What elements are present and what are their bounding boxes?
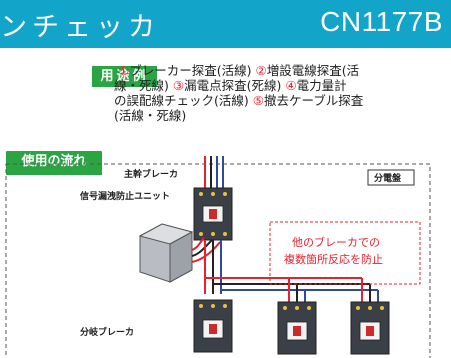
main-breaker-terminal (211, 232, 215, 236)
usage-number: ① (118, 63, 130, 78)
usage-line-2: 線・死線) ③漏電点探査(死線) ④電力量計 (114, 78, 451, 93)
usage-item: 線・死線) (114, 78, 169, 93)
header-bar: ンチェッカ CN1177B (0, 0, 451, 48)
usage-example-badge: 用途例 (92, 66, 157, 87)
note-dashed-box (269, 221, 421, 285)
usage-item: 増設電線探査(活 (266, 63, 360, 78)
branch-breaker-terminal (368, 306, 372, 310)
wiring-diagram: 分電盤 主幹ブレーカ 信号漏洩防止ユニット 分岐ブレーカ 他のブレーカでの 複数… (5, 156, 431, 358)
leak-unit-wire-red (191, 237, 205, 251)
main-breaker-terminal (199, 192, 203, 196)
usage-flow-badge: 使用の流れ (6, 151, 102, 172)
usage-item: ブレーカー探査(活線) (129, 63, 252, 78)
panel-label: 分電盤 (374, 172, 402, 184)
usage-item: の誤配線チェック(活線) (114, 93, 249, 108)
usage-example-text: ①ブレーカー探査(活線) ②増設電線探査(活 線・死線) ③漏電点探査(死線) … (114, 63, 451, 123)
usage-item: 電力量計 (296, 78, 347, 93)
leak-unit-wire-black (191, 239, 213, 257)
usage-item: 撤去ケーブル探査 (263, 93, 364, 108)
leak-unit-side (169, 231, 193, 283)
usage-item: (活線・死線) (114, 108, 187, 123)
main-breaker-terminal (199, 232, 203, 236)
usage-number: ④ (285, 78, 297, 93)
usage-line-3: の誤配線チェック(活線) ⑤撤去ケーブル探査 (114, 93, 451, 108)
branch-breaker-3 (350, 301, 390, 355)
main-breaker-lever (209, 209, 217, 219)
branch-breaker-terminal (295, 306, 299, 310)
main-breaker-terminal (223, 192, 227, 196)
branch-breaker-terminal (356, 306, 360, 310)
usage-number: ③ (172, 78, 185, 93)
branch-breaker-terminal (199, 304, 203, 308)
usage-flow-underline (6, 172, 102, 175)
usage-number: ② (255, 63, 267, 78)
usage-line-4: (活線・死線) (114, 108, 451, 123)
branch-breaker-label: 分岐ブレーカ (80, 326, 134, 338)
note-line-1: 他のブレーカでの (292, 235, 380, 249)
branch-breaker-lever (366, 326, 374, 336)
branch-breaker-lever (293, 326, 301, 336)
note-line-2: 複数箇所反応を防止 (284, 252, 383, 266)
leak-unit-label: 信号漏洩防止ユニット (80, 190, 170, 202)
panel-label-box (367, 169, 415, 186)
usage-item: 漏電点探査(死線) (184, 78, 282, 93)
usage-number: ⑤ (252, 93, 264, 108)
model-number: CN1177B (320, 6, 443, 37)
usage-line-1: ①ブレーカー探査(活線) ②増設電線探査(活 (118, 63, 451, 78)
product-title: ンチェッカ (0, 12, 160, 43)
branch-breaker-terminal (283, 306, 287, 310)
main-breaker-terminal (223, 232, 227, 236)
branch-breaker-terminal (380, 306, 384, 310)
main-breaker-terminal (211, 192, 215, 196)
branch-breaker-terminal (307, 306, 311, 310)
leak-unit-wire-red-2 (191, 241, 221, 263)
branch-breaker-2 (277, 301, 317, 355)
branch-breaker-terminal (223, 304, 227, 308)
branch-breaker-lever (209, 324, 217, 334)
branch-breaker-terminal (211, 304, 215, 308)
main-breaker-label: 主幹ブレーカ (124, 168, 178, 180)
